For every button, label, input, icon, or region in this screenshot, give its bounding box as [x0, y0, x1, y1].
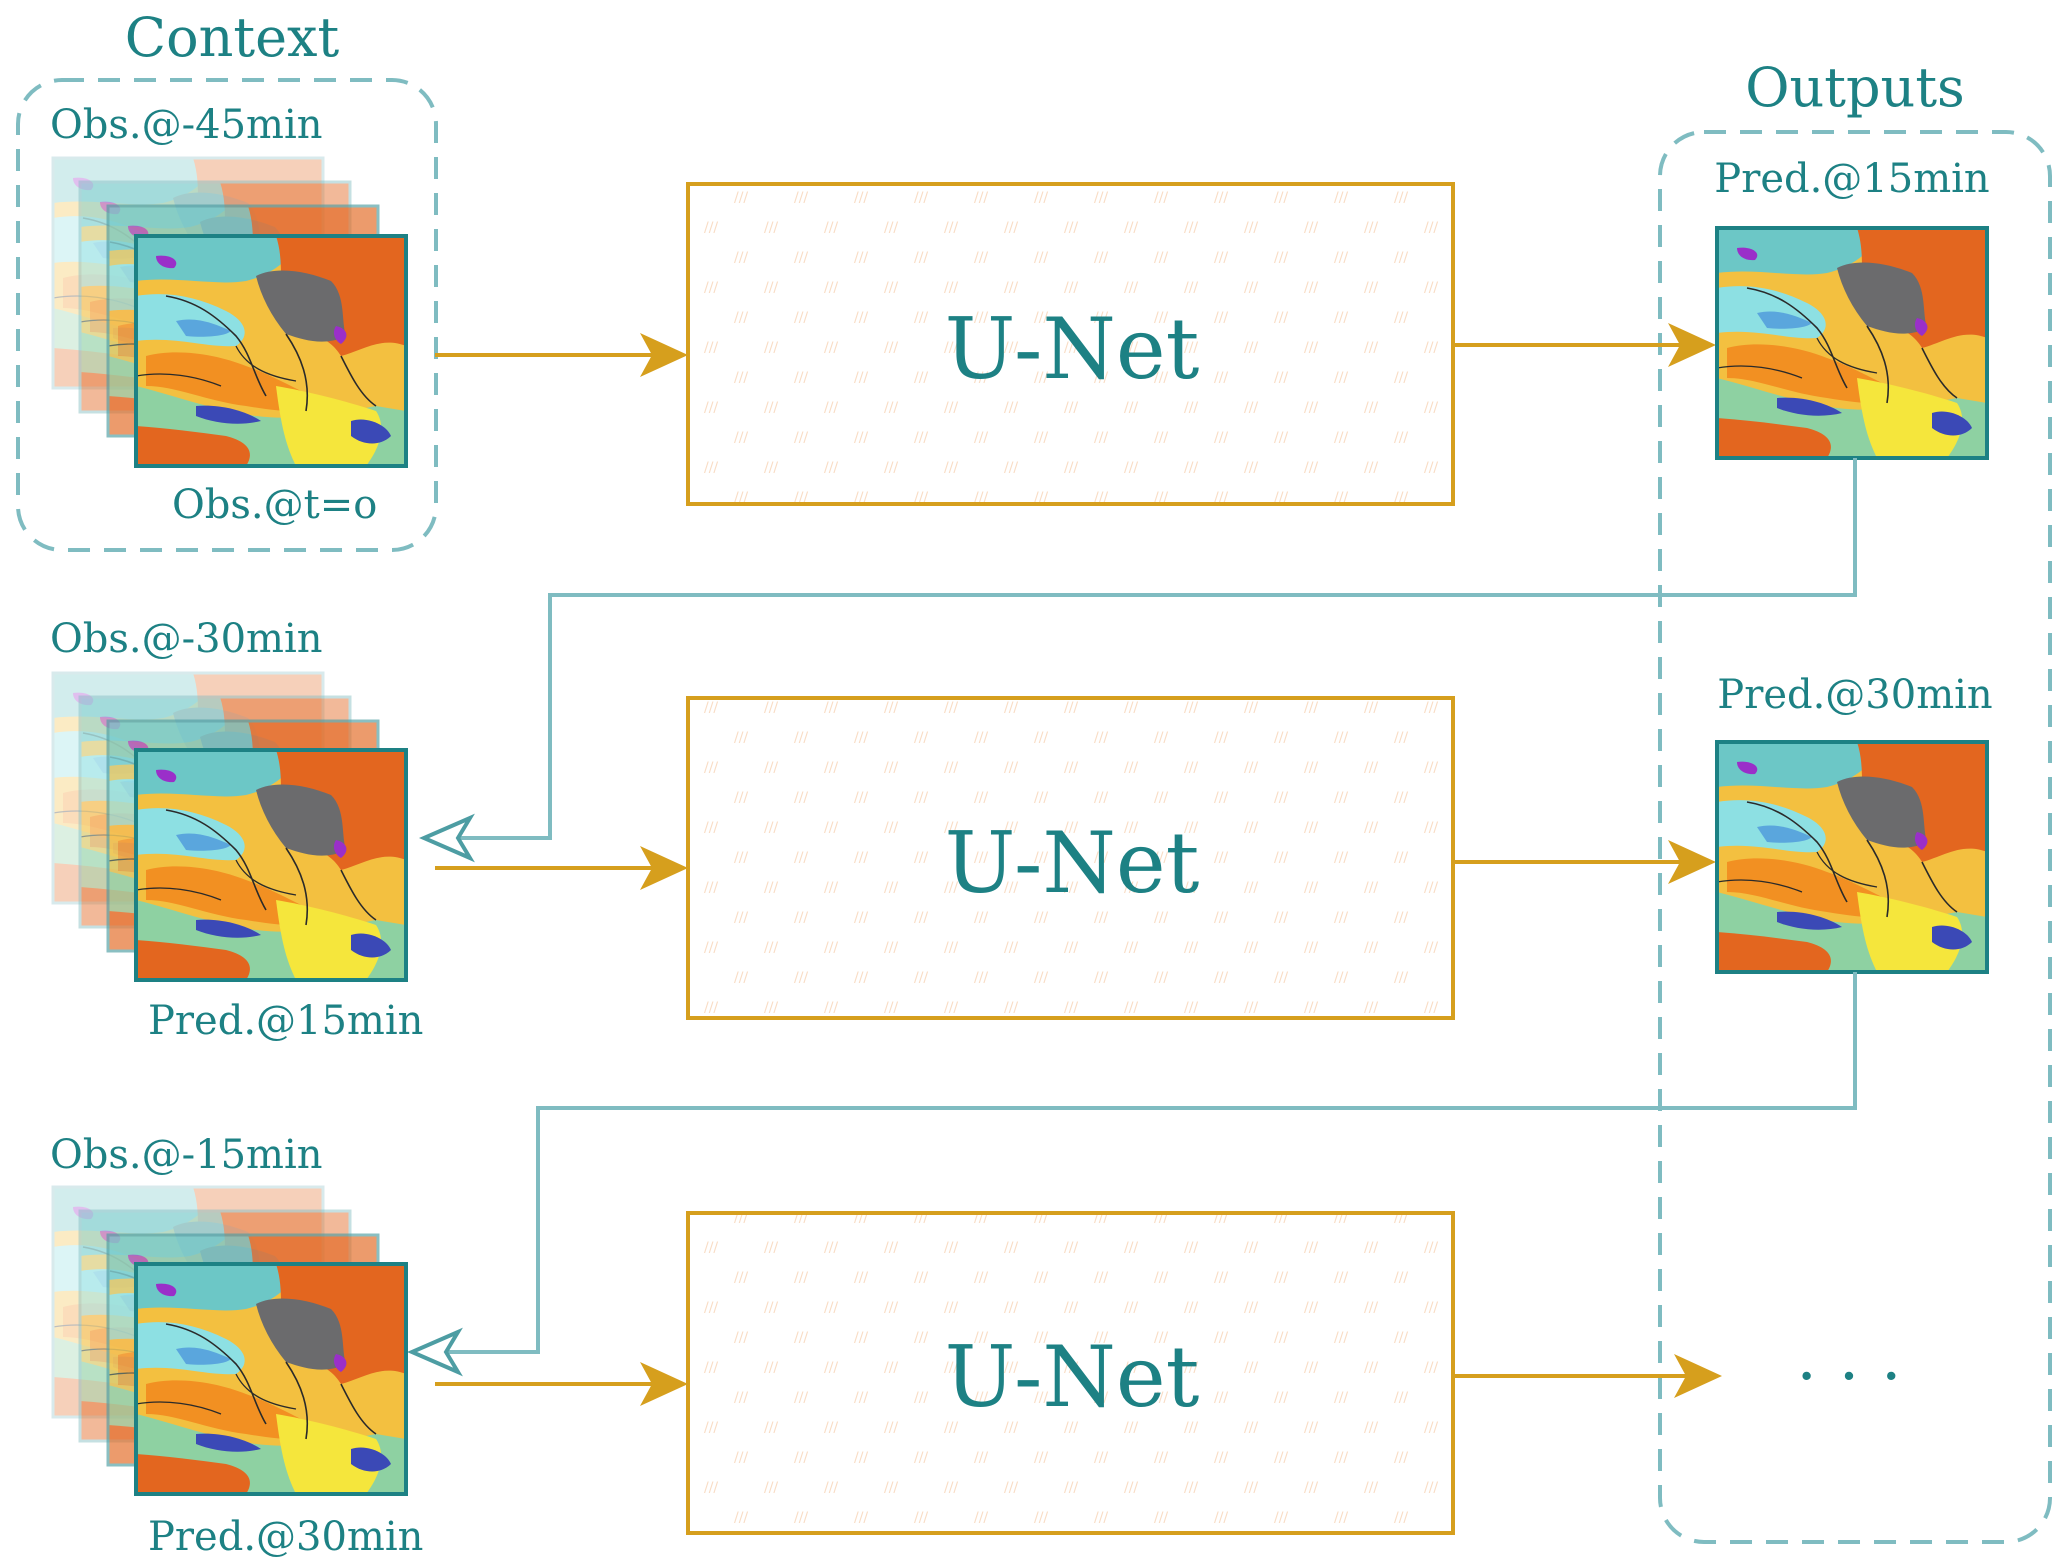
ellipsis-continuation: ···: [1796, 1340, 1923, 1414]
row-2-unet-label: U-Net: [945, 814, 1200, 912]
context-title: Context: [125, 6, 340, 69]
row-1-input-stack: [51, 156, 408, 468]
row-3-unet-label: U-Net: [945, 1328, 1200, 1426]
outputs-group-border: [1658, 130, 2052, 1544]
outputs-title: Outputs: [1745, 56, 1965, 119]
feedback-line-1: [440, 458, 1857, 840]
row-3-input-stack: [51, 1185, 408, 1496]
row-3-top-label: Obs.@-15min: [50, 1132, 323, 1178]
row-1-output-map: [1715, 226, 1989, 460]
row-1-unet-label: U-Net: [945, 300, 1200, 398]
row-1-output-label: Pred.@15min: [1714, 156, 1989, 202]
row-1-top-label: Obs.@-45min: [50, 102, 323, 148]
feedback-arrowhead-1: [418, 813, 475, 863]
row-2-output-arrowhead: [1668, 840, 1716, 884]
row-2-input-stack: [51, 671, 408, 982]
row-2-unet-block: [686, 696, 1455, 1020]
feedback-arrowhead-2: [406, 1327, 463, 1377]
context-group-border: [16, 78, 438, 552]
row-2-input-arrowhead: [640, 846, 688, 890]
row-2-top-label: Obs.@-30min: [50, 616, 323, 662]
feedback-line-2: [430, 972, 1857, 1354]
row-1-input-arrowhead: [640, 333, 688, 377]
row-1-unet-block: [686, 182, 1455, 506]
row-3-output-arrowhead: [1674, 1354, 1722, 1398]
row-3-bottom-label: Pred.@30min: [148, 1514, 423, 1560]
row-2-bottom-label: Pred.@15min: [148, 998, 423, 1044]
row-3-unet-block: [686, 1211, 1455, 1535]
row-1-bottom-label: Obs.@t=o: [172, 482, 377, 528]
row-2-output-label: Pred.@30min: [1717, 672, 1992, 718]
row-2-output-map: [1715, 740, 1989, 974]
row-1-output-arrowhead: [1668, 323, 1716, 367]
row-3-input-arrowhead: [640, 1362, 688, 1406]
